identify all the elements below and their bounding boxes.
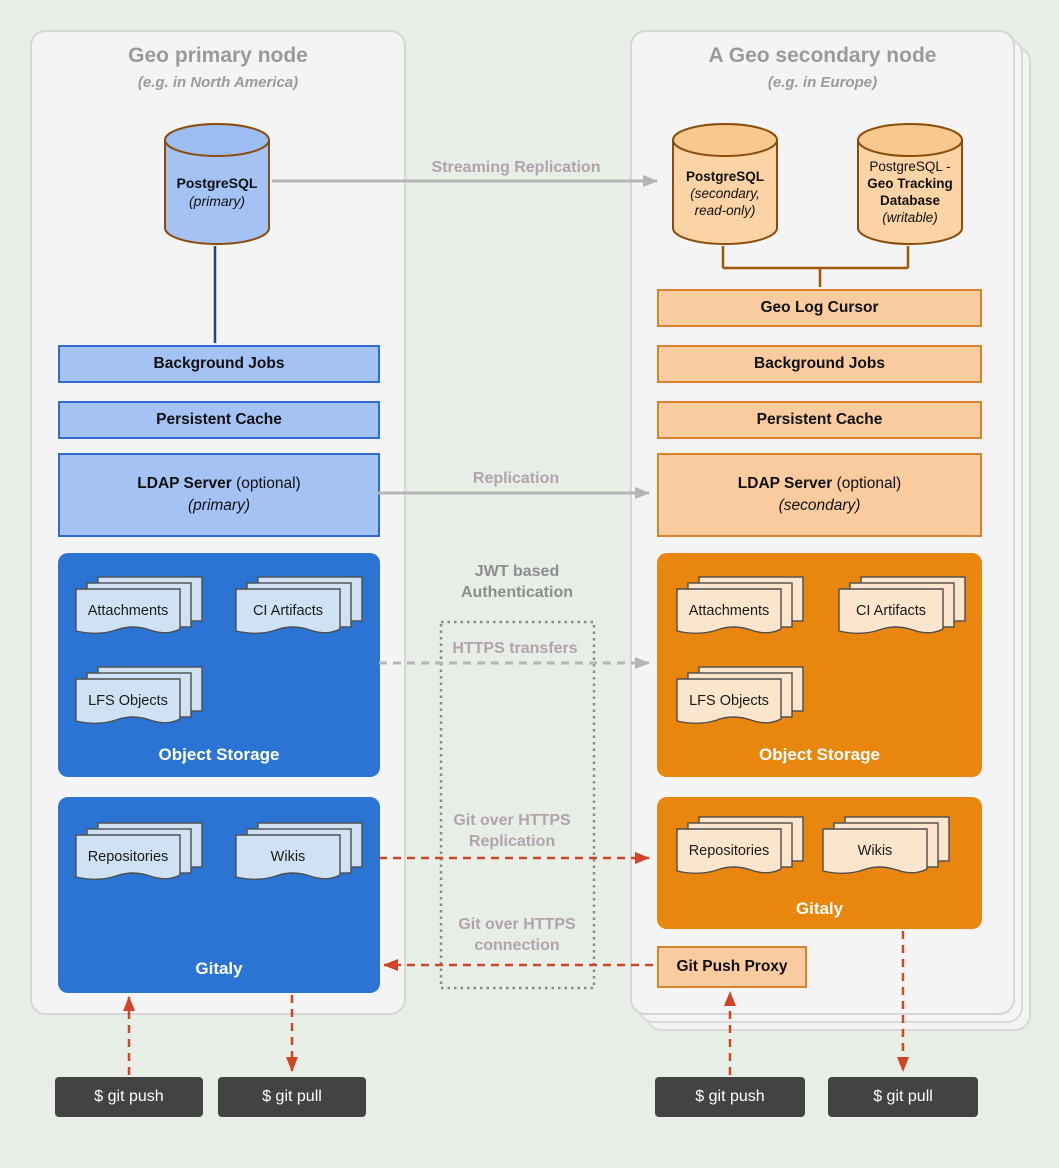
primary-node-panel: Geo primary node (e.g. in North America)… (30, 30, 406, 1015)
lfs-objects-doc-stack-icon: LFS Objects (75, 666, 203, 724)
jwt-authentication-label: JWT based Authentication (461, 561, 573, 603)
primary-attachments-label: Attachments (88, 603, 169, 619)
secondary-background-jobs-label: Background Jobs (754, 355, 885, 372)
git-push-proxy-box: Git Push Proxy (657, 946, 807, 988)
postgresql-primary-cylinder-icon (164, 123, 270, 245)
primary-lfs-objects-label: LFS Objects (88, 693, 168, 709)
ci-artifacts-doc-stack-icon: CI Artifacts (838, 576, 966, 634)
primary-node-subtitle: (e.g. in North America) (137, 74, 299, 91)
secondary-ldap-optional: (optional) (836, 475, 902, 492)
primary-background-jobs-box: Background Jobs (58, 345, 380, 383)
geo-tracking-db-line1: PostgreSQL - (869, 159, 951, 174)
primary-ldap-optional: (optional) (236, 475, 301, 492)
primary-object-storage-label: Object Storage (158, 745, 280, 764)
jwt-authentication-line2: Authentication (461, 584, 573, 601)
git-pull-terminal-right: $ git pull (828, 1077, 978, 1117)
streaming-replication-label: Streaming Replication (431, 159, 601, 176)
postgresql-secondary-label: PostgreSQL (secondary, read-only) (669, 168, 781, 219)
primary-gitaly-label: Gitaly (195, 959, 243, 978)
secondary-attachments-label: Attachments (689, 603, 770, 619)
lfs-objects-doc-stack-icon: LFS Objects (676, 666, 804, 724)
git-https-replication-line2: Replication (468, 833, 556, 850)
primary-node-title: Geo primary node (128, 44, 308, 67)
primary-object-storage-box: Attachments CI Artifacts LFS Objects Obj… (58, 553, 380, 777)
secondary-node-subtitle: (e.g. in Europe) (767, 74, 878, 91)
ci-artifacts-doc-stack-icon: CI Artifacts (235, 576, 363, 634)
geo-tracking-db-cylinder-icon (857, 123, 963, 245)
attachments-doc-stack-icon: Attachments (75, 576, 203, 634)
https-transfers-label: HTTPS transfers (452, 640, 578, 657)
secondary-persistent-cache-box: Persistent Cache (657, 401, 982, 439)
geo-log-cursor-label: Geo Log Cursor (760, 299, 879, 316)
secondary-repositories-label: Repositories (689, 843, 770, 859)
secondary-ldap-mode: (secondary) (778, 497, 861, 514)
git-pull-terminal-right-label: $ git pull (873, 1088, 933, 1105)
secondary-node-panel: A Geo secondary node (e.g. in Europe) Po… (630, 30, 1015, 1015)
postgresql-primary-mode: (primary) (189, 193, 245, 209)
git-https-replication-line1: Git over HTTPS (453, 812, 571, 829)
secondary-gitaly-label: Gitaly (795, 899, 844, 918)
git-push-terminal-right-label: $ git push (695, 1088, 765, 1105)
primary-persistent-cache-label: Persistent Cache (156, 411, 282, 428)
primary-ldap-line1: LDAP Server (optional) (137, 473, 300, 495)
primary-repositories-label: Repositories (88, 849, 169, 865)
geo-log-cursor-box: Geo Log Cursor (657, 289, 982, 327)
primary-ldap-mode: (primary) (188, 497, 250, 514)
secondary-object-storage-label: Object Storage (759, 745, 880, 764)
replication-label: Replication (472, 470, 560, 487)
git-push-terminal-left: $ git push (55, 1077, 203, 1117)
git-push-proxy-label: Git Push Proxy (676, 958, 788, 975)
primary-ldap-name: LDAP Server (137, 475, 232, 492)
primary-ldap-box: LDAP Server (optional) (primary) (58, 453, 380, 537)
postgresql-secondary-mode2: read-only) (694, 203, 756, 218)
repositories-doc-stack-icon: Repositories (75, 822, 203, 880)
git-pull-terminal-left-label: $ git pull (262, 1088, 322, 1105)
postgresql-secondary-mode1: (secondary, (690, 186, 760, 201)
git-push-terminal-right: $ git push (655, 1077, 805, 1117)
secondary-ldap-line1: LDAP Server (optional) (738, 473, 901, 495)
postgresql-secondary-name: PostgreSQL (685, 169, 764, 184)
secondary-background-jobs-box: Background Jobs (657, 345, 982, 383)
git-https-connection-line1: Git over HTTPS (458, 916, 576, 933)
secondary-ldap-name: LDAP Server (737, 475, 833, 492)
jwt-auth-dotted-box (439, 620, 596, 990)
secondary-object-storage-box: Attachments CI Artifacts LFS Objects Obj… (657, 553, 982, 777)
primary-gitaly-box: Repositories Wikis Gitaly (58, 797, 380, 993)
primary-ci-artifacts-label: CI Artifacts (253, 603, 323, 619)
secondary-node-title: A Geo secondary node (708, 44, 937, 67)
primary-persistent-cache-box: Persistent Cache (58, 401, 380, 439)
postgresql-secondary-cylinder-icon (672, 123, 778, 245)
git-https-replication-label: Git over HTTPS Replication (453, 810, 570, 852)
repositories-doc-stack-icon: Repositories (676, 816, 804, 874)
git-https-connection-line2: connection (474, 937, 560, 954)
secondary-wikis-label: Wikis (858, 843, 893, 859)
geo-tracking-db-mode: (writable) (882, 210, 938, 225)
primary-wikis-label: Wikis (271, 849, 306, 865)
geo-tracking-db-line2: Geo Tracking (867, 176, 953, 191)
geo-tracking-db-label: PostgreSQL - Geo Tracking Database (writ… (854, 158, 966, 226)
wikis-doc-stack-icon: Wikis (822, 816, 950, 874)
jwt-authentication-line1: JWT based (474, 563, 560, 580)
wikis-doc-stack-icon: Wikis (235, 822, 363, 880)
git-https-connection-label: Git over HTTPS connection (458, 914, 575, 956)
secondary-lfs-objects-label: LFS Objects (689, 693, 769, 709)
geo-tracking-db-line3: Database (879, 193, 941, 208)
git-pull-terminal-left: $ git pull (218, 1077, 366, 1117)
secondary-gitaly-box: Repositories Wikis Gitaly (657, 797, 982, 929)
primary-background-jobs-label: Background Jobs (153, 355, 285, 372)
secondary-ci-artifacts-label: CI Artifacts (856, 603, 926, 619)
secondary-persistent-cache-label: Persistent Cache (756, 411, 883, 428)
secondary-ldap-box: LDAP Server (optional) (secondary) (657, 453, 982, 537)
postgresql-primary-name: PostgreSQL (176, 175, 258, 191)
attachments-doc-stack-icon: Attachments (676, 576, 804, 634)
postgresql-primary-label: PostgreSQL (primary) (161, 174, 273, 210)
git-push-terminal-left-label: $ git push (94, 1088, 164, 1105)
